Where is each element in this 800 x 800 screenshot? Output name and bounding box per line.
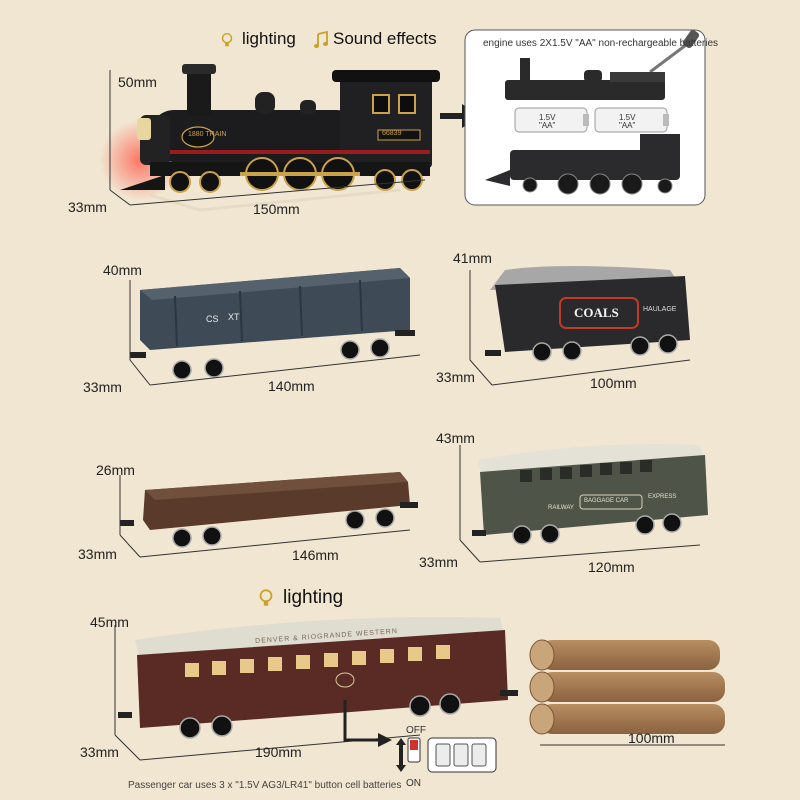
flatcar-height: 26mm [96,462,135,478]
baggage-express-label: EXPRESS [648,494,677,500]
gondola-height: 40mm [103,262,142,278]
lighting-label: lighting [242,29,296,48]
flatcar-length: 146mm [292,547,339,563]
passenger-depth: 33mm [80,744,119,760]
logs-image [529,639,725,735]
baggage-car-image [472,444,708,545]
loco-depth: 33mm [68,199,107,215]
passenger-height: 45mm [90,614,129,630]
button-cell-tray [427,737,497,773]
tender-height: 41mm [453,250,492,266]
gondola-length: 140mm [268,378,315,394]
battery-2-type: "AA" [619,121,636,130]
tender-coals-label: COALS [574,305,619,320]
logs-length: 100mm [628,730,675,746]
loco-emblem-text: 1880 TRAIN [188,131,227,138]
baggage-depth: 33mm [419,554,458,570]
tender-depth: 33mm [436,369,475,385]
battery-arrow-icon [343,700,392,747]
tender-dimension-lines [469,270,691,386]
gondola-dimension-lines [129,280,421,386]
loco-height: 50mm [118,74,157,90]
baggage-height: 43mm [436,430,475,446]
gondola-mark-xt: XT [228,312,240,322]
lighting-label-lower: lighting [283,587,344,609]
music-note-icon [314,30,328,48]
loco-number: 66839 [382,130,402,137]
switch-on-label: ON [406,778,421,789]
sound-feature: Sound effects [313,29,437,49]
switch-off-label: OFF [406,725,426,736]
power-switch [396,737,421,772]
tender-length: 100mm [590,375,637,391]
locomotive-dimension-lines [109,70,426,206]
battery-1-type: "AA" [539,121,556,130]
battery-2-voltage: 1.5V [619,113,636,122]
baggage-dimension-lines [459,445,701,563]
lightbulb-icon [221,32,233,46]
sound-label: Sound effects [333,29,437,48]
flat-car-image [120,472,418,548]
flatcar-dimension-lines [119,475,411,558]
baggage-length: 120mm [588,559,635,575]
locomotive-image [100,64,440,212]
lighting-feature-lower: lighting [255,587,343,609]
lightbulb-icon [259,589,273,606]
tender-haulage-label: HAULAGE [643,306,677,313]
gondola-car-image [130,268,415,380]
coal-tender-image [485,266,690,362]
battery-box-title: engine uses 2X1.5V "AA" non-rechargeable… [483,38,719,49]
baggage-railway-label: RAILWAY [548,505,574,511]
passenger-car-image [118,616,518,739]
gondola-depth: 33mm [83,379,122,395]
flatcar-depth: 33mm [78,546,117,562]
lighting-feature: lighting [218,29,296,49]
baggage-car-label: BAGGAGE CAR [584,498,629,504]
passenger-length: 190mm [255,744,302,760]
footer-note: Passenger car uses 3 x "1.5V AG3/LR41" b… [128,780,402,791]
battery-diagram [464,29,706,206]
loco-length: 150mm [253,201,300,217]
battery-1-voltage: 1.5V [539,113,556,122]
gondola-mark-cs: CS [206,314,219,324]
